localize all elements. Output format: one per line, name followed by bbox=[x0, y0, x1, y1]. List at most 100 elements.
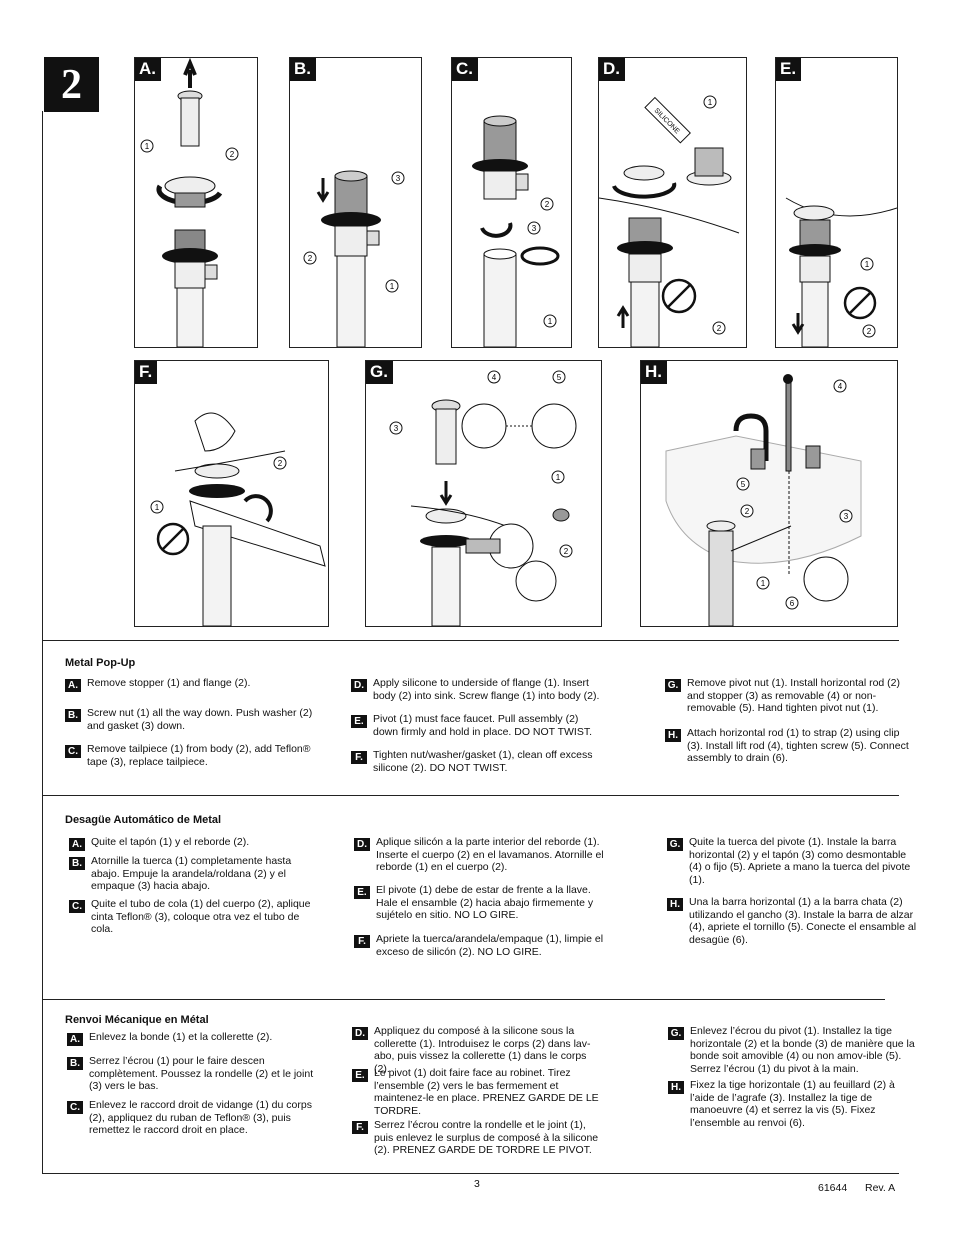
instruction-item: A. Remove stopper (1) and flange (2). bbox=[65, 677, 315, 692]
panel-a: 1 2 A. bbox=[134, 57, 258, 348]
callout-text: 1 bbox=[390, 282, 395, 291]
step-tag: B. bbox=[67, 1057, 83, 1070]
callout-text: 5 bbox=[557, 373, 562, 382]
instruction-item: A. Quite el tapón (1) y el reborde (2). bbox=[69, 836, 319, 851]
callout-text: 2 bbox=[564, 547, 569, 556]
panel-label: E. bbox=[776, 58, 802, 81]
section-divider bbox=[42, 999, 885, 1000]
instruction-item: C. Remove tailpiece (1) from body (2), a… bbox=[65, 743, 315, 768]
instruction-item: H. Fixez la tige horizontale (1) au feui… bbox=[668, 1079, 918, 1129]
instruction-text: Quite el tapón (1) y el reborde (2). bbox=[91, 836, 250, 848]
instruction-text: Quite el tubo de cola (1) del cuerpo (2)… bbox=[91, 898, 311, 935]
callout-text: 2 bbox=[717, 324, 722, 333]
instruction-item: H. Una la barra horizontal (1) a la barr… bbox=[667, 896, 917, 946]
panel-f: 2 1 F. bbox=[134, 360, 329, 627]
instruction-text: Apply silicone to underside of flange (1… bbox=[373, 677, 600, 702]
section-divider bbox=[42, 640, 899, 641]
instruction-item: F. Serrez l’écrou contre la rondelle et … bbox=[352, 1119, 602, 1157]
callout-text: 4 bbox=[492, 373, 497, 382]
step-tag: B. bbox=[65, 709, 81, 722]
instruction-item: D. Apply silicone to underside of flange… bbox=[351, 677, 601, 702]
instruction-text: Le pivot (1) doit faire face au robinet.… bbox=[374, 1067, 599, 1117]
instruction-text: Quite la tuerca del pivote (1). Instale … bbox=[689, 836, 911, 886]
instruction-text: Screw nut (1) all the way down. Push was… bbox=[87, 707, 313, 732]
panel-g: 4 5 3 1 2 G. bbox=[365, 360, 602, 627]
callout-1 bbox=[140, 139, 154, 153]
callout-text: 1 bbox=[556, 473, 561, 482]
instruction-item: F. Apriete la tuerca/arandela/empaque (1… bbox=[354, 933, 604, 958]
panel-c-illustration: 2 3 1 bbox=[472, 115, 560, 347]
step-tag: G. bbox=[668, 1027, 684, 1040]
instruction-item: E. El pivote (1) debe de estar de frente… bbox=[354, 884, 604, 922]
instruction-item: B. Serrez l’écrou (1) pour le faire desc… bbox=[67, 1055, 317, 1093]
panel-e: 1 2 E. bbox=[775, 57, 898, 348]
panel-c: 2 3 1 C. bbox=[451, 57, 572, 348]
step-number-badge: 2 bbox=[44, 57, 99, 112]
step-tag: F. bbox=[352, 1121, 368, 1134]
panel-label: D. bbox=[599, 58, 625, 81]
instruction-text: Attach horizontal rod (1) to strap (2) u… bbox=[687, 727, 909, 764]
callout-text: 1 bbox=[865, 260, 870, 269]
instruction-text: Serrez l’écrou (1) pour le faire descen … bbox=[89, 1055, 314, 1092]
step-tag: A. bbox=[67, 1033, 83, 1046]
panel-a-illustration: 1 2 bbox=[140, 58, 239, 347]
step-tag: E. bbox=[354, 886, 370, 899]
callout-text: 6 bbox=[790, 599, 795, 608]
callout-text: 1 bbox=[708, 98, 713, 107]
callout-text: 2 bbox=[867, 327, 872, 336]
panel-g-illustration: 4 5 3 1 2 bbox=[389, 370, 577, 626]
instruction-item: G. Enlevez l’écrou du pivot (1). Install… bbox=[668, 1025, 918, 1075]
step-tag: E. bbox=[351, 715, 367, 728]
doc-number: 61644 bbox=[818, 1182, 848, 1194]
callout-text: 3 bbox=[532, 224, 537, 233]
instruction-text: Serrez l’écrou contre la rondelle et le … bbox=[374, 1119, 599, 1156]
section-spanish: Desagüe Automático de Metal A. Quite el … bbox=[65, 814, 916, 994]
panel-label: F. bbox=[135, 361, 158, 384]
instruction-text: Aplique silicón a la parte interior del … bbox=[376, 836, 604, 873]
instruction-text: El pivote (1) debe de estar de frente a … bbox=[376, 884, 594, 921]
step-tag: H. bbox=[668, 1081, 684, 1094]
callout-text: 3 bbox=[844, 512, 849, 521]
instruction-text: Apriete la tuerca/arandela/empaque (1), … bbox=[376, 933, 604, 958]
callout-text: 4 bbox=[838, 382, 843, 391]
panel-label: C. bbox=[452, 58, 478, 81]
instruction-item: G. Remove pivot nut (1). Install horizon… bbox=[665, 677, 915, 715]
instruction-item: B. Screw nut (1) all the way down. Push … bbox=[65, 707, 315, 732]
step-tag: D. bbox=[352, 1027, 368, 1040]
instruction-item: B. Atornille la tuerca (1) completamente… bbox=[69, 855, 319, 893]
callout-text: 2 bbox=[278, 459, 283, 468]
step-tag: B. bbox=[69, 857, 85, 870]
instruction-item: E. Le pivot (1) doit faire face au robin… bbox=[352, 1067, 602, 1117]
panel-label: B. bbox=[290, 58, 316, 81]
instruction-text: Pivot (1) must face faucet. Pull assembl… bbox=[373, 713, 593, 738]
step-tag: F. bbox=[351, 751, 367, 764]
callout-text: 2 bbox=[745, 507, 750, 516]
panel-d-illustration: SILICONE 1 2 bbox=[599, 95, 740, 347]
instruction-text: Enlevez la bonde (1) et la collerette (2… bbox=[89, 1031, 273, 1043]
section-french: Renvoi Mécanique en Métal A. Enlevez la … bbox=[65, 1014, 915, 1169]
page-number: 3 bbox=[474, 1178, 480, 1190]
callout-text: 1 bbox=[761, 579, 766, 588]
instruction-item: F. Tighten nut/washer/gasket (1), clean … bbox=[351, 749, 601, 774]
panel-h: 4 5 2 3 1 6 H. bbox=[640, 360, 898, 627]
instruction-text: Appliquez du composé à la silicone sous … bbox=[374, 1025, 591, 1075]
step-tag: E. bbox=[352, 1069, 368, 1082]
instruction-text: Atornille la tuerca (1) completamente ha… bbox=[91, 855, 292, 892]
step-tag: A. bbox=[69, 838, 85, 851]
step-tag: H. bbox=[667, 898, 683, 911]
section-title: Renvoi Mécanique en Métal bbox=[65, 1014, 209, 1026]
step-tag: C. bbox=[65, 745, 81, 758]
callout-text: 1 bbox=[548, 317, 553, 326]
callout-text: 3 bbox=[396, 174, 401, 183]
step-tag: A. bbox=[65, 679, 81, 692]
instruction-item: A. Enlevez la bonde (1) et la collerette… bbox=[67, 1031, 317, 1046]
instruction-text: Una la barra horizontal (1) a la barra c… bbox=[689, 896, 917, 946]
panel-e-illustration: 1 2 bbox=[785, 197, 897, 347]
panel-b: 3 2 1 B. bbox=[289, 57, 422, 348]
callout-text: 2 bbox=[308, 254, 313, 263]
step-tag: C. bbox=[69, 900, 85, 913]
instruction-item: D. Appliquez du composé à la silicone so… bbox=[352, 1025, 602, 1075]
instruction-item: G. Quite la tuerca del pivote (1). Insta… bbox=[667, 836, 917, 886]
instruction-text: Enlevez le raccord droit de vidange (1) … bbox=[89, 1099, 312, 1136]
section-divider bbox=[42, 795, 899, 796]
